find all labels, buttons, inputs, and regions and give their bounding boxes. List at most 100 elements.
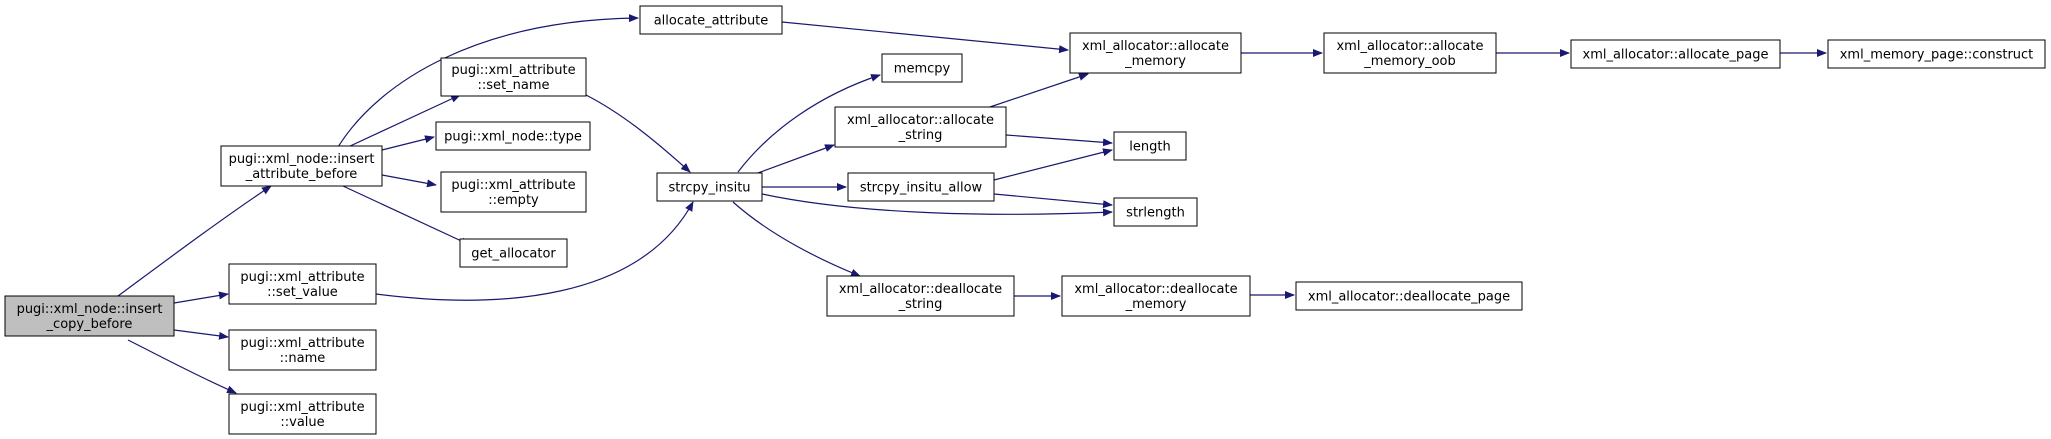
node-memcpy[interactable]: memcpy [881,53,963,83]
node-attr-set-value[interactable]: pugi::xml_attribute::set_value [228,263,377,305]
node-box-strlength [1113,197,1198,227]
node-get-allocator[interactable]: get_allocator [459,238,568,268]
node-strcpy-insitu[interactable]: strcpy_insitu [656,172,763,202]
node-alloc-page[interactable]: xml_allocator::allocate_page [1570,39,1781,69]
node-label-insert-attr-before-1: _attribute_before [245,167,358,182]
node-alloc-memory-oob[interactable]: xml_allocator::allocate_memory_oob [1323,32,1497,74]
node-label-attr-empty-1: ::empty [488,193,539,208]
node-box-insert-attr-before [220,145,383,187]
node-label-alloc-memory-0: xml_allocator::allocate [1082,39,1229,54]
edge-strcpy-to-dealloc-string [732,201,861,277]
node-alloc-string[interactable]: xml_allocator::allocate_string [834,106,1007,148]
node-label-attr-set-name-1: ::set_name [478,78,550,93]
node-box-root [4,295,175,337]
node-length[interactable]: length [1113,131,1187,161]
node-label-strcpy-insitu-0: strcpy_insitu [668,181,750,196]
node-box-strcpy-insitu [656,172,763,202]
edge-root-to-set-value [173,291,229,304]
node-attr-empty[interactable]: pugi::xml_attribute::empty [440,171,587,213]
node-label-attr-value-0: pugi::xml_attribute [240,400,364,415]
edge-strcpy-allow-to-strlength [993,193,1113,209]
node-label-root-1: _copy_before [46,317,133,332]
node-label-root-0: pugi::xml_node::insert [17,302,163,317]
node-label-insert-attr-before-0: pugi::xml_node::insert [229,152,375,167]
edge-strcpy-allow-to-length [993,148,1113,181]
node-label-memcpy-0: memcpy [894,62,951,77]
node-box-page-construct [1827,39,2046,69]
node-label-attr-name-0: pugi::xml_attribute [240,336,364,351]
node-dealloc-string[interactable]: xml_allocator::deallocate_string [826,275,1015,317]
node-attr-set-name[interactable]: pugi::xml_attribute::set_name [440,57,587,97]
node-label-get-allocator-0: get_allocator [471,247,556,262]
edge-strcpy-to-memcpy [737,74,881,173]
node-label-length-0: length [1129,140,1170,155]
node-label-dealloc-memory-0: xml_allocator::deallocate [1074,282,1237,297]
node-box-attr-empty [440,171,587,213]
edge-allocate-attribute-to-alloc-memory [781,21,1069,54]
node-alloc-memory[interactable]: xml_allocator::allocate_memory [1069,32,1242,74]
edge-root-to-value [127,339,237,394]
edge-insert-to-type [381,135,435,151]
node-box-node-type [435,121,591,151]
edge-set-value-to-strcpy [375,201,694,301]
node-allocate-attribute[interactable]: allocate_attribute [639,5,783,35]
node-box-dealloc-string [826,275,1015,317]
node-dealloc-page[interactable]: xml_allocator::deallocate_page [1295,281,1523,311]
node-label-strcpy-insitu-allow-0: strcpy_insitu_allow [860,181,983,196]
node-label-page-construct-0: xml_memory_page::construct [1840,48,2034,63]
node-box-get-allocator [459,238,568,268]
node-label-alloc-memory-oob-1: _memory_oob [1363,54,1455,69]
node-label-dealloc-memory-1: _memory [1125,297,1187,312]
node-label-allocate-attribute-0: allocate_attribute [654,14,769,29]
node-label-attr-empty-0: pugi::xml_attribute [451,178,575,193]
node-label-attr-set-value-0: pugi::xml_attribute [240,270,364,285]
node-box-attr-name [228,329,377,371]
node-box-allocate-attribute [639,5,783,35]
node-dealloc-memory[interactable]: xml_allocator::deallocate_memory [1061,275,1251,317]
node-label-node-type-0: pugi::xml_node::type [444,130,582,145]
node-box-alloc-page [1570,39,1781,69]
node-label-alloc-page-0: xml_allocator::allocate_page [1583,48,1769,63]
node-box-attr-set-name [440,57,587,97]
node-label-attr-set-value-1: ::set_value [267,285,338,300]
node-box-strcpy-insitu-allow [847,172,995,202]
node-box-attr-set-value [228,263,377,305]
node-label-dealloc-page-0: xml_allocator::deallocate_page [1308,290,1510,305]
node-box-length [1113,131,1187,161]
node-label-alloc-string-0: xml_allocator::allocate [847,113,994,128]
node-box-alloc-memory-oob [1323,32,1497,74]
node-label-strlength-0: strlength [1126,206,1185,221]
edge-alloc-string-to-alloc-memory [983,73,1089,110]
node-box-memcpy [881,53,963,83]
node-box-alloc-string [834,106,1007,148]
node-label-attr-name-1: ::name [280,351,326,366]
node-strcpy-insitu-allow[interactable]: strcpy_insitu_allow [847,172,995,202]
node-label-attr-value-1: ::value [280,415,324,430]
node-label-alloc-memory-1: _memory [1124,54,1186,69]
node-attr-name[interactable]: pugi::xml_attribute::name [228,329,377,371]
node-root[interactable]: pugi::xml_node::insert_copy_before [4,295,175,337]
node-label-attr-set-name-0: pugi::xml_attribute [451,63,575,78]
edge-set-name-to-strcpy [585,94,691,173]
edge-strcpy-to-alloc-string [757,144,835,174]
node-label-dealloc-string-1: _string [898,297,943,312]
node-box-dealloc-memory [1061,275,1251,317]
edge-insert-to-empty [381,174,437,188]
node-strlength[interactable]: strlength [1113,197,1198,227]
node-box-attr-value [228,393,377,435]
edge-insert-to-get-allocator [342,185,471,246]
node-page-construct[interactable]: xml_memory_page::construct [1827,39,2046,69]
edge-root-to-insert-attribute-before [117,185,272,297]
node-attr-value[interactable]: pugi::xml_attribute::value [228,393,377,435]
node-insert-attr-before[interactable]: pugi::xml_node::insert_attribute_before [220,145,383,187]
edge-alloc-string-to-length [1005,134,1113,147]
edge-insert-to-set-name [347,94,461,148]
node-box-dealloc-page [1295,281,1523,311]
node-box-alloc-memory [1069,32,1242,74]
node-node-type[interactable]: pugi::xml_node::type [435,121,591,151]
node-label-alloc-string-1: _string [898,128,943,143]
edge-root-to-name [173,329,229,340]
node-label-dealloc-string-0: xml_allocator::deallocate [839,282,1002,297]
node-label-alloc-memory-oob-0: xml_allocator::allocate [1336,39,1483,54]
